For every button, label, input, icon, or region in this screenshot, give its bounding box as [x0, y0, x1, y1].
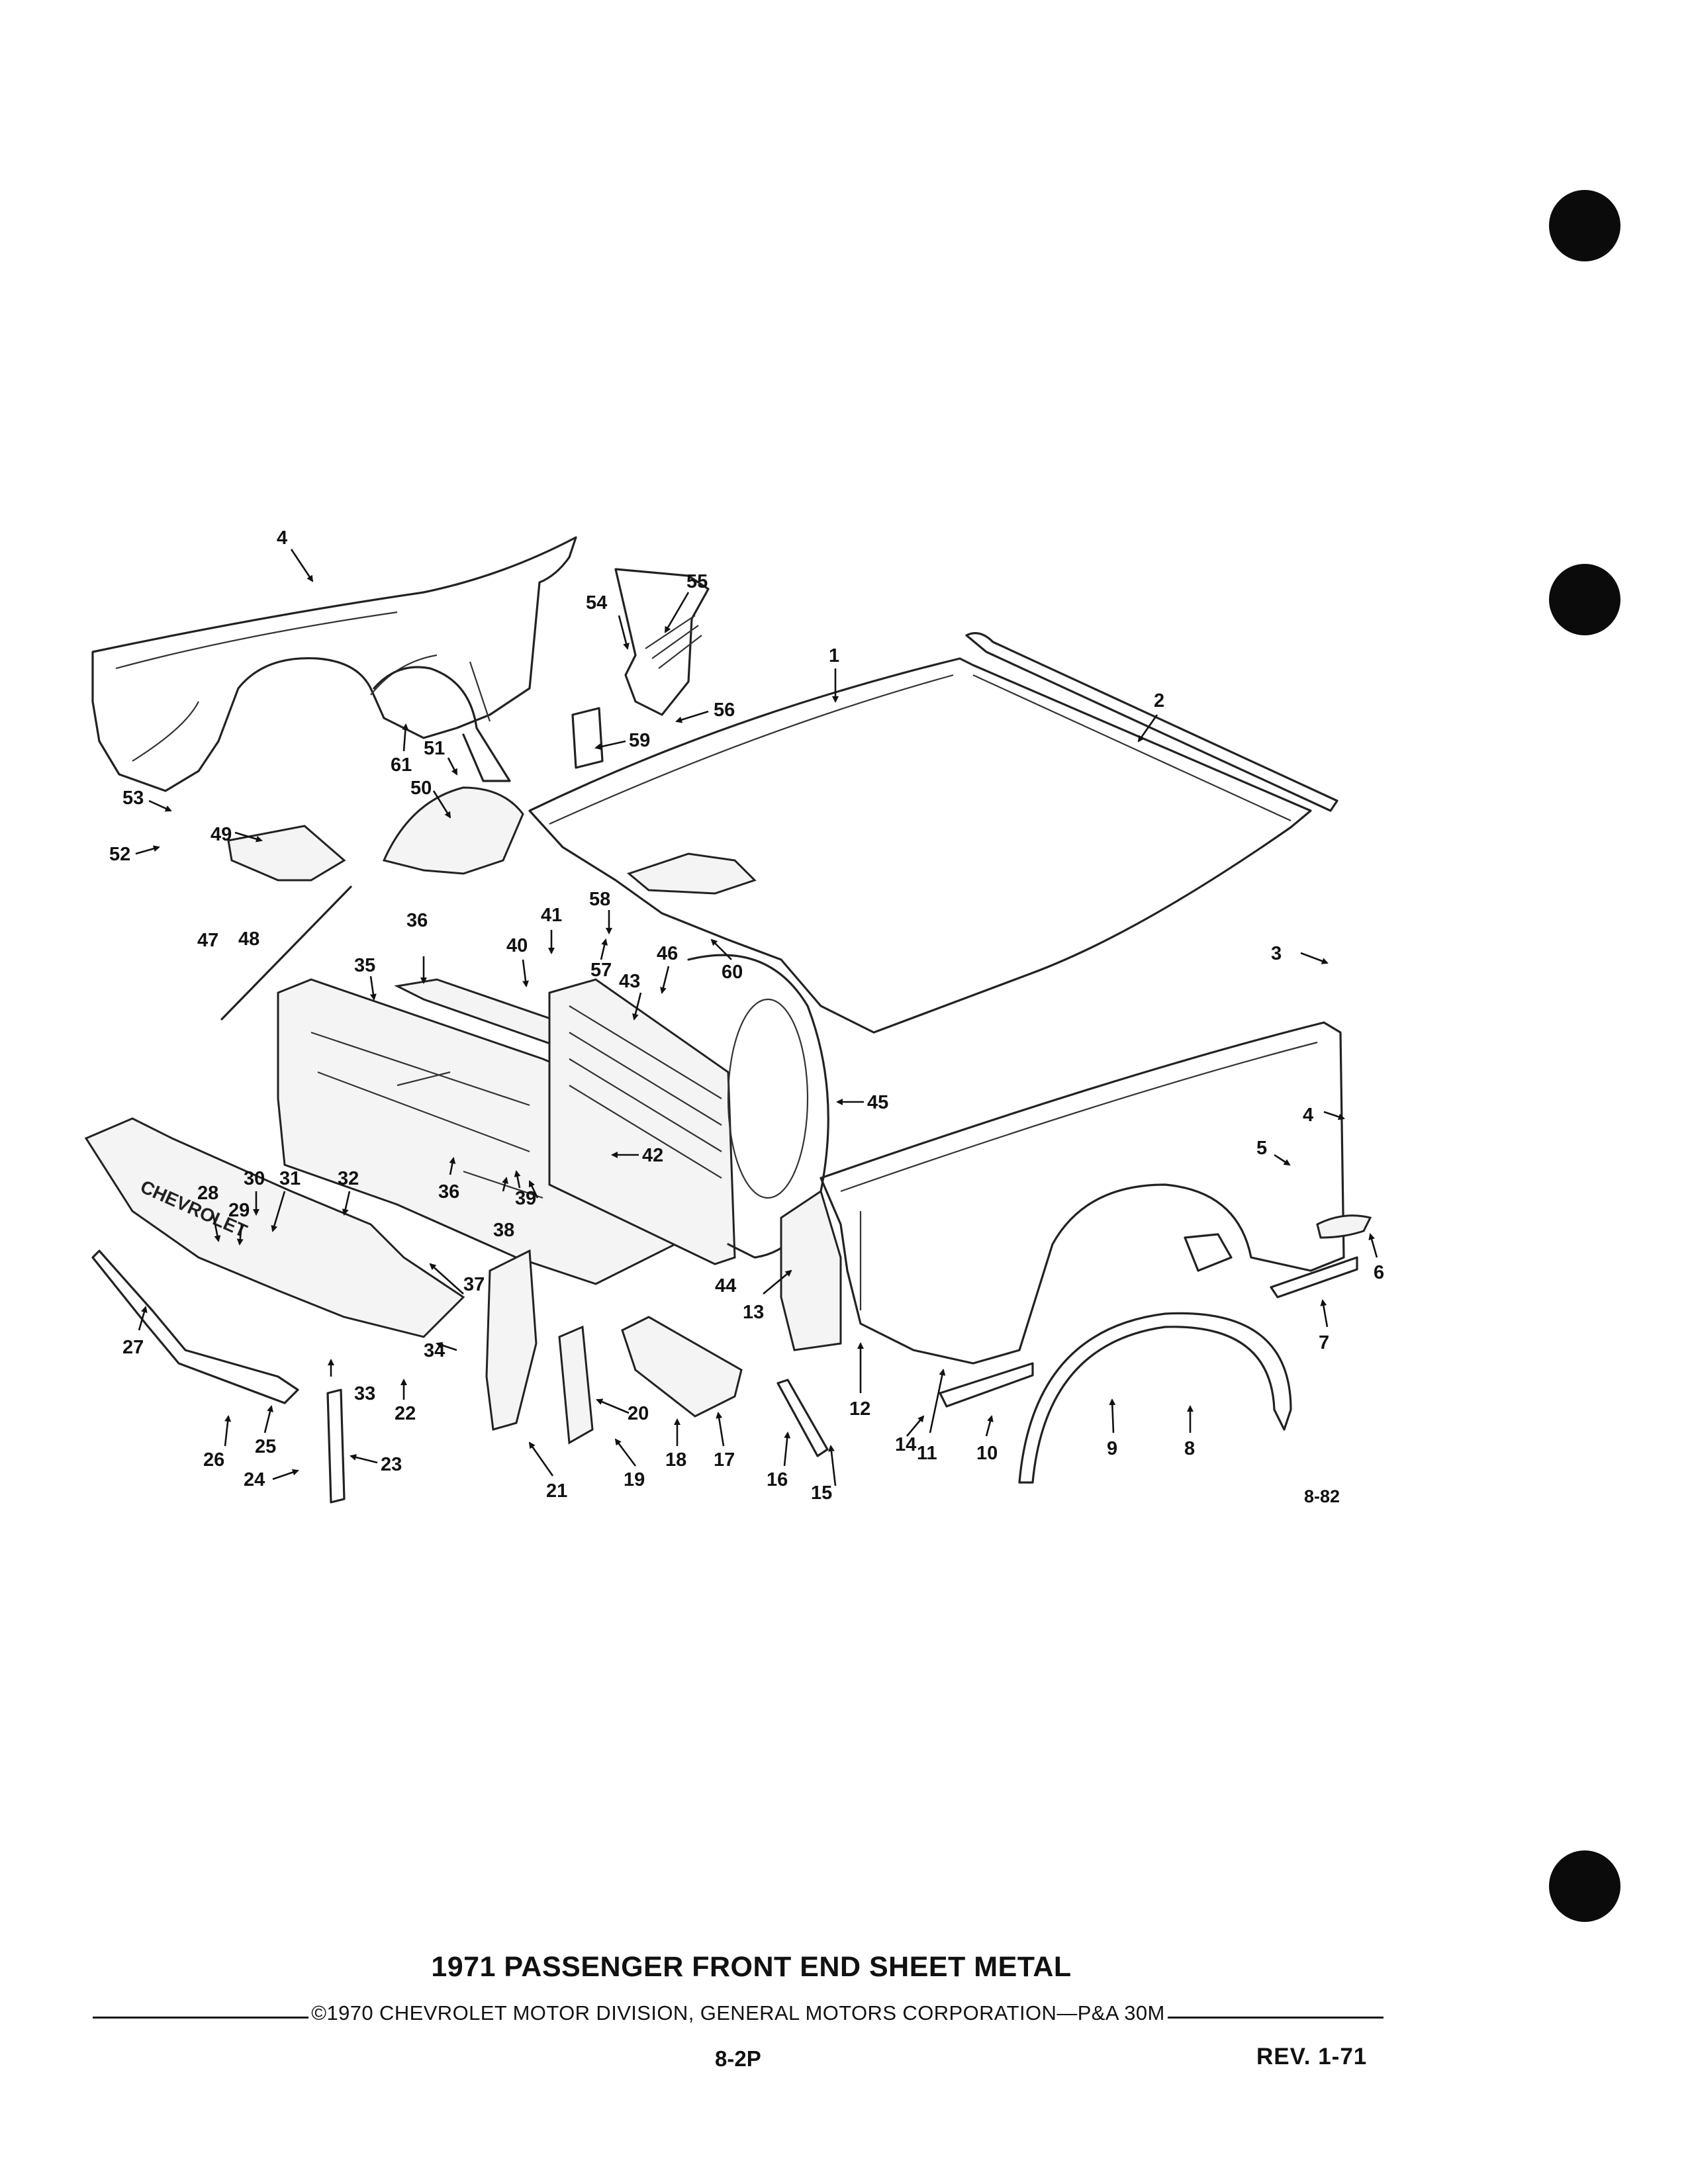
rule-left [93, 2016, 309, 2019]
fender-skirt [382, 707, 604, 875]
rocker-molding [1270, 1256, 1358, 1298]
callout-4-left-fender: 4 [277, 527, 287, 549]
callout-31: 31 [279, 1168, 301, 1189]
callout-12: 12 [849, 1398, 870, 1420]
callout-56: 56 [714, 700, 735, 721]
callout-numbers: 1 2 3 4 4 4 5 6 7 8 9 10 11 12 13 14 15 … [109, 527, 1384, 1506]
callout-27: 27 [122, 1337, 144, 1358]
rule-right [1167, 2016, 1383, 2019]
binder-hole-top [1549, 190, 1620, 261]
radiator-baffle [558, 1325, 594, 1445]
callout-21: 21 [546, 1480, 567, 1502]
callout-9: 9 [1107, 1438, 1117, 1459]
fender-lower-molding [939, 1362, 1034, 1408]
callout-39: 39 [515, 1188, 536, 1209]
callout-52: 52 [109, 844, 130, 865]
left-fender [91, 536, 577, 792]
callout-14: 14 [895, 1434, 916, 1455]
callout-57: 57 [590, 960, 612, 981]
callout-6: 6 [1374, 1262, 1384, 1283]
callout-40: 40 [506, 935, 528, 956]
fender-emblem [1316, 1214, 1372, 1239]
callout-53: 53 [122, 788, 144, 809]
binder-hole-middle [1549, 564, 1620, 635]
filler-bracket [326, 1388, 346, 1504]
hood [528, 657, 1312, 1034]
right-fender [820, 1021, 1345, 1365]
hood-support-rod [220, 886, 352, 1021]
callout-25: 25 [255, 1436, 276, 1457]
callout-19: 19 [624, 1469, 645, 1490]
callout-23: 23 [381, 1454, 402, 1475]
radiator-support [277, 978, 690, 1285]
callout-60: 60 [722, 962, 743, 983]
callout-36-top: 36 [406, 910, 428, 931]
callout-47: 47 [197, 930, 218, 951]
figure-reference: 8-82 [1304, 1486, 1340, 1506]
callout-5: 5 [1256, 1138, 1267, 1159]
callout-38: 38 [493, 1220, 514, 1241]
callout-43: 43 [619, 971, 640, 992]
callout-59: 59 [629, 730, 650, 751]
callout-45: 45 [867, 1092, 888, 1113]
callout-18: 18 [665, 1449, 686, 1471]
callout-41: 41 [541, 905, 562, 926]
callout-29: 29 [228, 1200, 250, 1221]
callout-26: 26 [203, 1449, 224, 1471]
revision-label: REV. 1-71 [1256, 2044, 1368, 2070]
callout-10: 10 [976, 1443, 998, 1464]
callout-42: 42 [642, 1145, 663, 1166]
headlamp-filler [621, 1316, 743, 1418]
fender-brace [776, 1379, 829, 1457]
lower-deflector [485, 1249, 538, 1431]
callout-32: 32 [338, 1168, 359, 1189]
page-number: 8-2P [715, 2046, 761, 2071]
callout-22: 22 [395, 1403, 416, 1424]
callout-24: 24 [244, 1469, 265, 1490]
callout-35: 35 [354, 955, 375, 976]
callout-11: 11 [917, 1443, 937, 1464]
callout-8: 8 [1184, 1438, 1195, 1459]
callout-3: 3 [1271, 943, 1282, 964]
bumper-filler-strip [91, 1250, 299, 1404]
callout-54: 54 [586, 592, 607, 614]
headlamp-housing [780, 1189, 842, 1351]
callout-50: 50 [410, 778, 432, 799]
binder-hole-bottom [1549, 1850, 1620, 1922]
page-title: 1971 PASSENGER FRONT END SHEET METAL [431, 1951, 1072, 1983]
hood-rear-seal [965, 632, 1338, 812]
callout-15: 15 [811, 1482, 832, 1504]
callout-36-lower: 36 [438, 1181, 459, 1203]
copyright-text: ©1970 CHEVROLET MOTOR DIVISION, GENERAL … [311, 2001, 1165, 2025]
leader-lines [135, 549, 1378, 1486]
callout-49: 49 [211, 824, 232, 845]
callout-61: 61 [391, 754, 412, 776]
callout-55: 55 [686, 571, 708, 592]
splash-shield [227, 825, 346, 882]
callout-37: 37 [463, 1274, 485, 1295]
callout-17: 17 [714, 1449, 735, 1471]
callout-44: 44 [715, 1275, 736, 1297]
callout-30: 30 [244, 1168, 265, 1189]
callout-46: 46 [657, 943, 678, 964]
callout-20: 20 [628, 1403, 649, 1424]
callout-58: 58 [589, 889, 610, 910]
callout-34: 34 [424, 1340, 445, 1361]
copyright-line: ©1970 CHEVROLET MOTOR DIVISION, GENERAL … [93, 2000, 1383, 2026]
wheel-opening-molding [1018, 1312, 1292, 1484]
callout-16: 16 [767, 1469, 788, 1490]
callout-4-right-fender-top: 4 [1303, 1105, 1313, 1126]
callout-51: 51 [424, 738, 445, 759]
callout-2: 2 [1154, 690, 1164, 711]
callout-33: 33 [354, 1383, 375, 1404]
radiator-assembly [548, 954, 829, 1265]
callout-48: 48 [238, 929, 259, 950]
callout-1: 1 [829, 645, 839, 666]
callout-28: 28 [197, 1183, 218, 1204]
callout-13: 13 [743, 1302, 764, 1323]
callout-7: 7 [1319, 1332, 1329, 1353]
